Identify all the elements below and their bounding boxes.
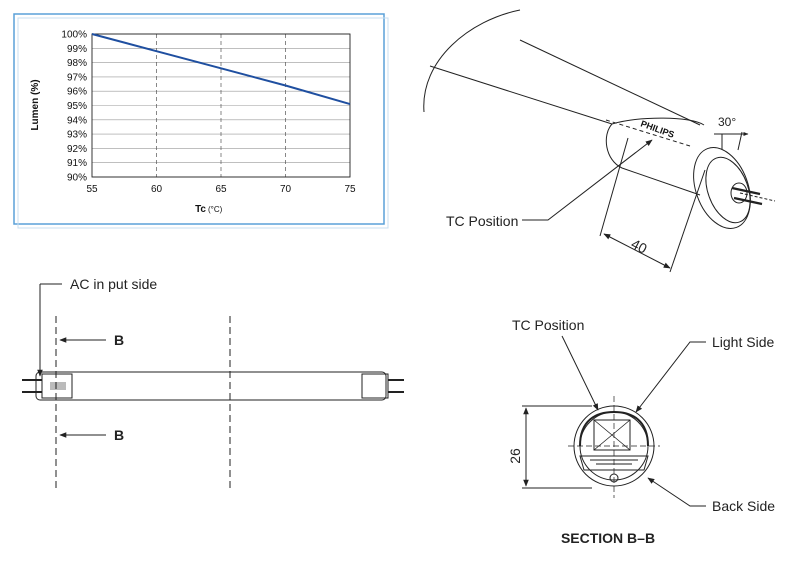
endcap-top: [611, 117, 705, 126]
dim-extension-2: [669, 169, 706, 273]
logo-box: [50, 382, 66, 390]
logo-mark: PHILIPS: [639, 118, 675, 139]
y-tick-label: 98%: [67, 58, 87, 69]
chart-frame: [13, 13, 385, 225]
tube-end-perspective: PHILIPS: [423, 9, 776, 273]
section-lens: [579, 410, 649, 447]
back-side-leader: [647, 477, 706, 507]
x-tick-label: 65: [215, 184, 227, 195]
endcap-center: [730, 182, 748, 204]
x-tick-label: 70: [280, 184, 292, 195]
ac-input-side-label: AC in put side: [70, 276, 157, 292]
tube-outline-left: [423, 9, 521, 113]
tube-side-view: [22, 283, 404, 490]
angle-30: 30°: [718, 115, 736, 129]
chart-plot-area: 55 60 65 70 75 100% 99% 98% 97% 96% 95% 94% 93% 92% 91…: [61, 30, 356, 196]
light-side-leader: [635, 341, 706, 413]
y-tick-label: 100%: [61, 30, 87, 41]
x-tick-label: 55: [86, 184, 98, 195]
y-tick-label: 95%: [67, 101, 87, 112]
dim-26-extensions: [522, 405, 592, 489]
section-board-cross: [593, 419, 631, 451]
x-tick-label: 60: [151, 184, 163, 195]
light-side-label: Light Side: [712, 334, 774, 350]
chart-shadow: [17, 17, 389, 229]
x-tick-label: 75: [344, 184, 356, 195]
section-marker-top: B: [114, 332, 124, 348]
lumen-series-line: [91, 33, 351, 106]
tc-position-section-leader: [561, 335, 599, 411]
dim-extension-1: [599, 137, 629, 237]
pins-right: [388, 379, 404, 393]
x-axis-label: Tc: [195, 204, 206, 215]
tube-end-lower: [605, 123, 701, 196]
section-base: [579, 455, 649, 471]
lumen-chart: 55 60 65 70 75 100% 99% 98% 97% 96% 95% 94% 93% 92% 91…: [13, 13, 389, 229]
pin-axis: [739, 192, 776, 202]
section-centerlines: [568, 396, 660, 498]
y-tick-label: 92%: [67, 144, 87, 155]
y-tick-label: 93%: [67, 130, 87, 141]
section-b-b-drawing: [522, 335, 706, 507]
x-axis-unit: (°C): [208, 205, 223, 214]
endcap-ring-inner: [705, 156, 751, 224]
section-board: [593, 419, 631, 451]
tc-position-section-label: TC Position: [512, 317, 584, 333]
tube-body: [35, 371, 387, 401]
tc-position-leader: [522, 139, 653, 221]
y-tick-label: 94%: [67, 115, 87, 126]
endcap-pins: [731, 186, 763, 206]
tube-edge-top: [519, 39, 701, 126]
dim-40-line: [603, 233, 671, 269]
angle-lines: [721, 131, 743, 151]
section-title: SECTION B–B: [561, 530, 655, 546]
y-tick-label: 90%: [67, 173, 87, 184]
y-tick-label: 96%: [67, 87, 87, 98]
dimension-26: 26: [507, 448, 523, 464]
endcap-left: [41, 373, 73, 399]
endcap-ring-outer: [693, 147, 751, 229]
tube-centerline: [605, 119, 691, 147]
back-side-label: Back Side: [712, 498, 775, 514]
plot-frame: [91, 33, 351, 178]
y-axis-label: Lumen (%): [30, 79, 41, 130]
section-marker-bottom: B: [114, 427, 124, 443]
tube-edge-upper: [429, 65, 613, 125]
endcap-right: [361, 373, 389, 399]
y-tick-label: 97%: [67, 72, 87, 83]
dimension-40: 40: [629, 235, 650, 256]
pins-left: [22, 379, 42, 393]
y-tick-label: 99%: [67, 44, 87, 55]
y-tick-label: 91%: [67, 158, 87, 169]
tc-position-label: TC Position: [446, 213, 518, 229]
